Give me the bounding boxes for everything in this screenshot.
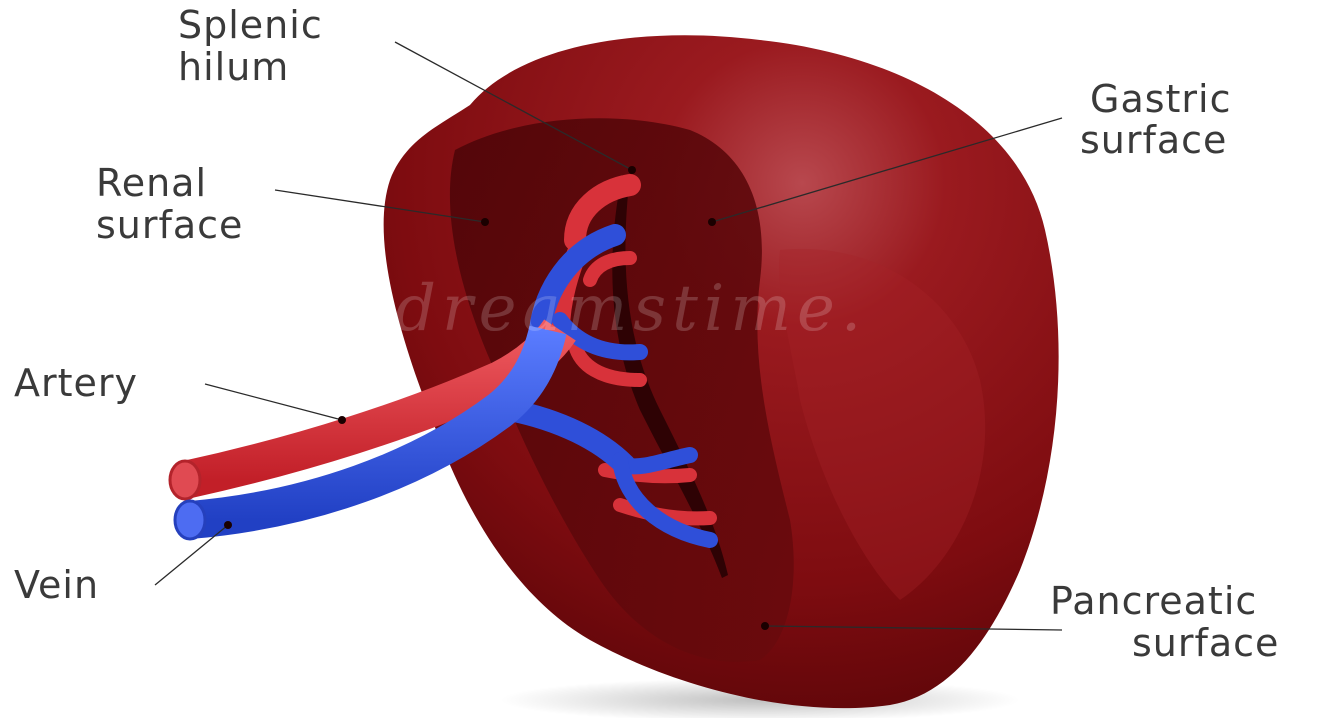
- dot-vein: [224, 521, 232, 529]
- label-splenic-hilum-line1: Splenic: [178, 3, 323, 47]
- artery-opening: [170, 461, 200, 499]
- label-artery: Artery: [14, 361, 138, 405]
- vein-opening: [175, 501, 205, 539]
- label-renal-surface-line2: surface: [96, 203, 243, 247]
- leader-artery: [205, 384, 342, 420]
- label-pancreatic-surface: Pancreatic surface: [1050, 579, 1279, 665]
- label-gastric-surface: Gastric surface: [1080, 77, 1245, 162]
- label-renal-surface: Renal surface: [96, 161, 243, 247]
- label-splenic-hilum: Splenic hilum: [178, 3, 336, 89]
- label-vein: Vein: [14, 563, 99, 607]
- dot-gastric-surface: [708, 218, 716, 226]
- label-pancreatic-surface-line1: Pancreatic: [1050, 579, 1257, 623]
- label-pancreatic-surface-line2: surface: [1132, 621, 1279, 665]
- label-renal-surface-line1: Renal: [96, 161, 207, 205]
- dot-splenic-hilum: [628, 166, 636, 174]
- label-gastric-surface-line1: Gastric: [1090, 77, 1232, 121]
- watermark: dreamstime.: [395, 272, 867, 346]
- dot-artery: [338, 416, 346, 424]
- dot-renal-surface: [481, 218, 489, 226]
- label-splenic-hilum-line2: hilum: [178, 45, 289, 89]
- dot-pancreatic-surface: [761, 622, 769, 630]
- label-gastric-surface-line2: surface: [1080, 118, 1227, 162]
